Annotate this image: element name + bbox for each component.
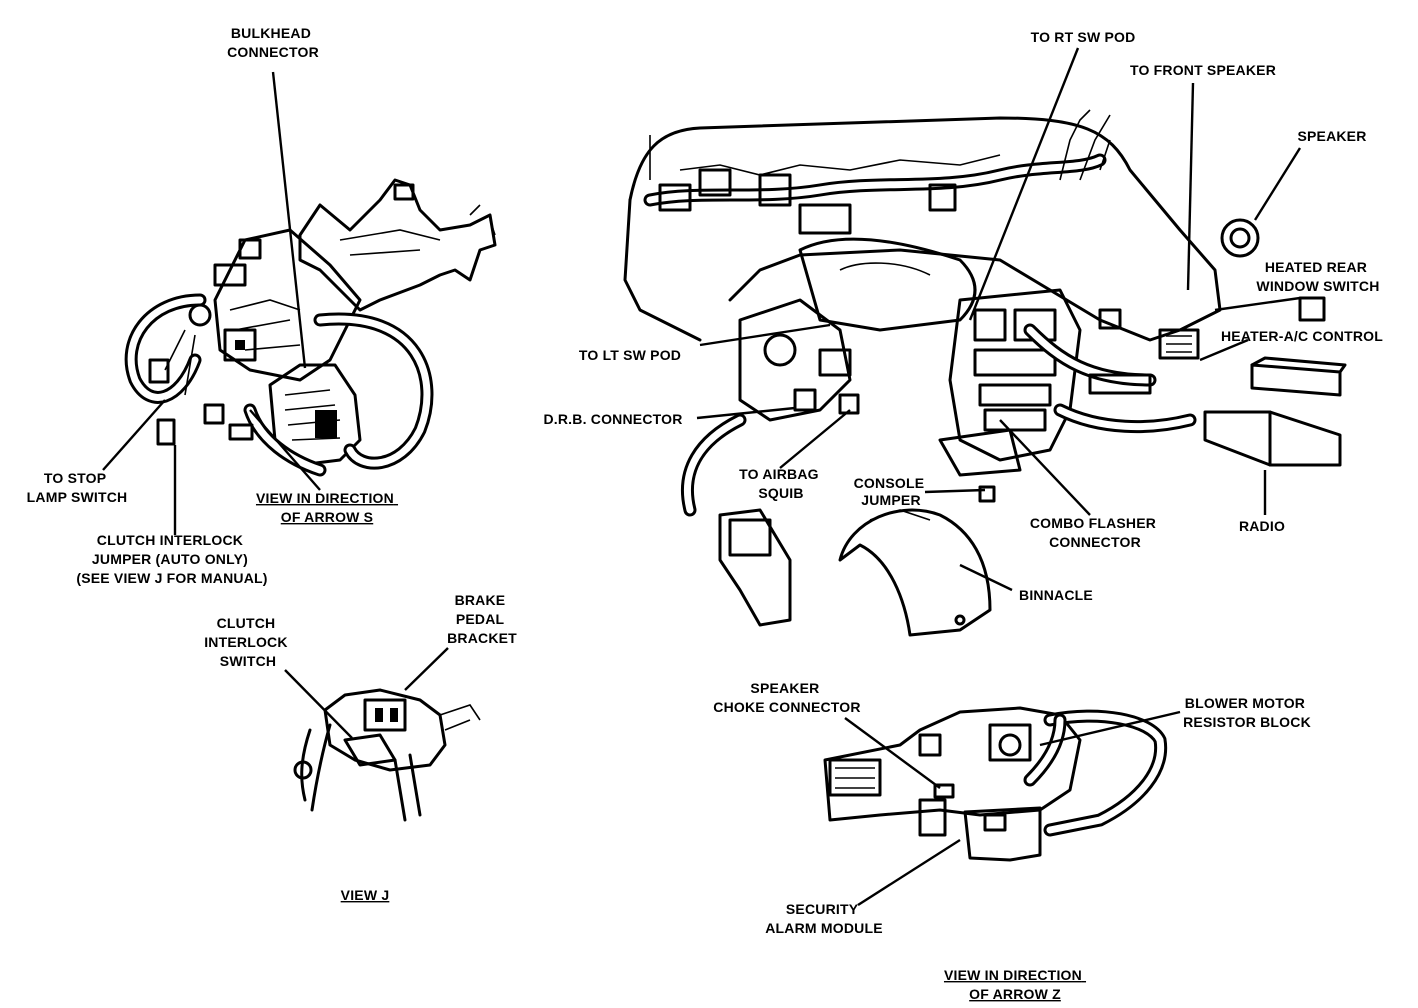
blower-motor-resistor-block-label: BLOWER MOTOR RESISTOR BLOCK — [1183, 695, 1311, 730]
heated-rear-window-switch-part — [1298, 296, 1326, 322]
to-front-speaker-label: TO FRONT SPEAKER — [1130, 62, 1276, 78]
view-z-assembly — [823, 706, 1168, 862]
radio-part — [1203, 410, 1342, 467]
heated-rear-window-switch-label: HEATED REAR WINDOW SWITCH — [1256, 259, 1379, 294]
to-lt-sw-pod-label: TO LT SW POD — [579, 347, 681, 363]
clutch-interlock-switch-label: CLUTCH INTERLOCK SWITCH — [204, 615, 292, 669]
speaker-part — [1220, 218, 1260, 258]
to-airbag-squib-label: TO AIRBAG SQUIB — [739, 466, 823, 501]
bulkhead-connector-label: BULKHEAD CONNECTOR — [227, 25, 319, 60]
view-arrow-z-caption: VIEW IN DIRECTION OF ARROW Z — [944, 967, 1086, 1002]
combo-flasher-connector-label: COMBO FLASHER CONNECTOR — [1030, 515, 1160, 550]
brake-pedal-bracket-label: BRAKE PEDAL BRACKET — [447, 592, 517, 646]
view-j-assembly — [293, 688, 481, 822]
drb-connector-label: D.R.B. CONNECTOR — [543, 411, 682, 427]
speaker-choke-connector-label: SPEAKER CHOKE CONNECTOR — [713, 680, 860, 715]
radio-label: RADIO — [1239, 518, 1285, 534]
console-jumper-part — [978, 485, 996, 503]
to-stop-lamp-switch-label: TO STOP LAMP SWITCH — [27, 470, 128, 505]
to-rt-sw-pod-label: TO RT SW POD — [1031, 29, 1136, 45]
heater-ac-control-label: HEATER-A/C CONTROL — [1221, 328, 1383, 344]
binnacle-label: BINNACLE — [1019, 587, 1093, 603]
speaker-label: SPEAKER — [1297, 128, 1366, 144]
view-j-caption: VIEW J — [341, 887, 390, 903]
clutch-interlock-jumper-label: CLUTCH INTERLOCK JUMPER (AUTO ONLY) (SEE… — [76, 532, 267, 586]
binnacle-part — [838, 508, 992, 637]
labels: BULKHEAD CONNECTOR TO STOP LAMP SWITCH V… — [27, 25, 1383, 1002]
airbag-squib-part — [680, 413, 792, 627]
view-arrow-s-caption: VIEW IN DIRECTION OF ARROW S — [256, 490, 398, 525]
console-jumper-label: CONSOLE JUMPER — [854, 475, 929, 508]
instrument-panel-assembly — [623, 109, 1222, 477]
security-alarm-module-label: SECURITY ALARM MODULE — [765, 901, 883, 936]
view-s-assembly — [124, 178, 497, 477]
heater-ac-control-part — [1250, 356, 1347, 397]
